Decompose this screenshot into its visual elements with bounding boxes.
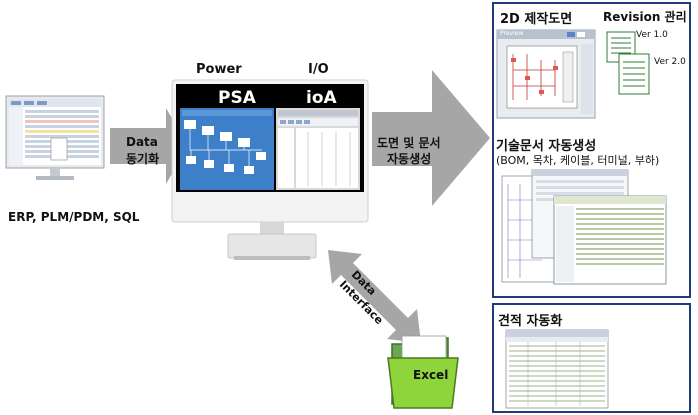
monitor-left-header: Power [196,62,242,77]
main-arrow-label-1: 도면 및 문서 [377,136,441,150]
excel-label: Excel [413,368,449,382]
drawing-title: 2D 제작도면 [500,12,573,27]
generated-documents [501,169,667,285]
version-1: Ver 1.0 [636,30,668,40]
main-arrow [372,70,490,206]
estimate-title: 견적 자동화 [498,314,563,329]
monitor-right-title: ioA [306,88,337,108]
doc-title: 기술문서 자동생성 [496,139,597,154]
preview-label: Preview [500,30,524,37]
main-arrow-label-2: 자동생성 [387,152,432,166]
drawing-preview [496,29,596,119]
monitor-right-header: I/O [308,62,329,77]
sync-arrow-label-2: 동기화 [126,152,160,166]
output-panel-top [492,2,691,298]
source-label: ERP, PLM/PDM, SQL [8,210,140,224]
sync-arrow [110,108,188,184]
central-monitor [171,79,369,260]
version-2: Ver 2.0 [654,57,686,67]
source-computer [5,95,105,180]
revision-documents-icon [606,31,650,95]
output-panel-bottom [492,303,691,413]
estimate-spreadsheet [505,329,609,409]
doc-subtitle: (BOM, 목차, 케이블, 터미널, 부하) [496,154,660,167]
monitor-left-title: PSA [218,88,256,108]
sync-arrow-label-1: Data [126,135,158,149]
excel-folder-icon [387,335,459,409]
revision-title: Revision 관리 [603,10,687,24]
interface-arrow [328,250,421,343]
